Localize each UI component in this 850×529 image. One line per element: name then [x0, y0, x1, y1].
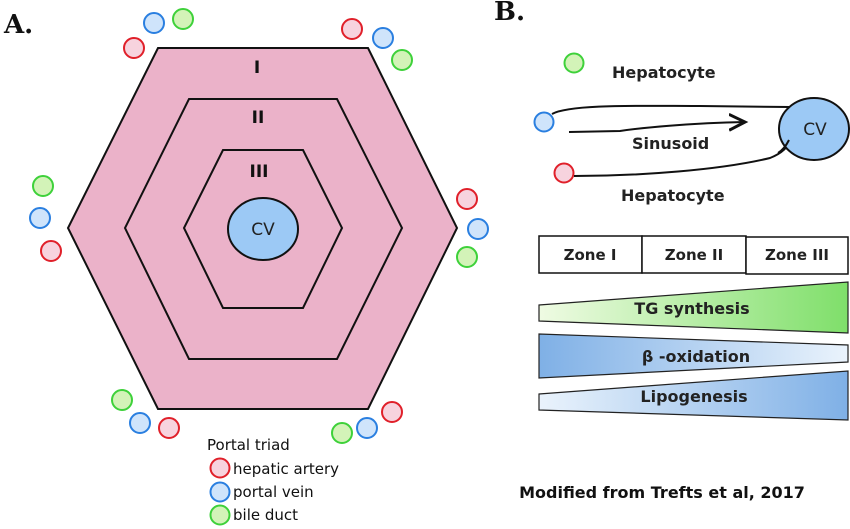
- central-vein-b-label: CV: [803, 120, 827, 140]
- portal-triad-top-right: [341, 18, 413, 71]
- source-credit: Modified from Trefts et al, 2017: [519, 483, 805, 502]
- zone-2-label: II: [252, 108, 265, 128]
- tg-synthesis-label: TG synthesis: [634, 299, 749, 318]
- hepatocyte-bottom-line: [573, 139, 791, 177]
- portal-vein-icon: [129, 412, 151, 434]
- central-vein-label: CV: [251, 220, 275, 240]
- hepatocyte-bottom-label: Hepatocyte: [621, 186, 725, 205]
- zone-3-label: III: [250, 162, 269, 182]
- zone-3-box: [745, 236, 849, 275]
- hepatic-artery-icon: [381, 401, 403, 423]
- bile-duct-icon: [563, 52, 585, 74]
- portal-vein-icon: [467, 218, 489, 240]
- portal-triad-left: [29, 175, 62, 262]
- central-vein: [227, 197, 299, 261]
- hepatic-artery-icon: [123, 37, 145, 59]
- hepatic-artery-icon: [553, 162, 575, 184]
- portal-triad-bottom-right: [331, 401, 403, 444]
- portal-triad-bottom-left: [111, 389, 180, 439]
- zone-2-box: [641, 235, 747, 274]
- zone-2-box-label: Zone II: [665, 246, 723, 264]
- hepatocyte-top-label: Hepatocyte: [612, 63, 716, 82]
- lipogenesis-wedge: [538, 370, 849, 421]
- bile-duct-icon: [456, 246, 478, 268]
- hepatic-artery-icon: [209, 457, 231, 479]
- central-vein-b: [778, 97, 850, 161]
- portal-vein-icon: [356, 417, 378, 439]
- portal-vein-icon: [372, 27, 394, 49]
- portal-triad-right: [456, 188, 489, 268]
- zone-3-box-label: Zone III: [765, 246, 829, 264]
- portal-vein-icon: [29, 207, 51, 229]
- zone-1-label: I: [254, 58, 260, 78]
- panel-b-label: B.: [494, 0, 525, 27]
- hepatocyte-top-line: [551, 104, 791, 115]
- portal-triad-legend: Portal triad hepatic artery portal vein …: [207, 436, 339, 526]
- lipogenesis-label: Lipogenesis: [640, 387, 747, 406]
- bile-duct-icon: [209, 504, 231, 526]
- hepatocyte-bottom-line-end: [777, 139, 790, 154]
- portal-vein-icon: [143, 12, 165, 34]
- sinusoid-arrow: [568, 122, 745, 133]
- bile-duct-icon: [172, 8, 194, 30]
- hepatic-artery-icon: [40, 240, 62, 262]
- bile-duct-icon: [331, 422, 353, 444]
- panel-a-label: A.: [3, 10, 33, 40]
- beta-oxidation-wedge: [538, 333, 849, 379]
- hepatic-artery-icon: [158, 417, 180, 439]
- hepatic-artery-icon: [456, 188, 478, 210]
- bile-duct-icon: [111, 389, 133, 411]
- legend-title: Portal triad: [207, 436, 290, 454]
- sinusoid-label: Sinusoid: [632, 134, 709, 153]
- zone-boxes: Zone I Zone II Zone III: [538, 235, 849, 275]
- hepatic-artery-icon: [341, 18, 363, 40]
- zone-1-box: [538, 235, 643, 274]
- portal-triad-top-left: [123, 8, 194, 59]
- portal-vein-icon: [209, 481, 231, 503]
- tg-synthesis-wedge: [538, 281, 849, 334]
- legend-hepatic-artery: hepatic artery: [233, 460, 339, 478]
- bile-duct-icon: [32, 175, 54, 197]
- legend-bile-duct: bile duct: [233, 506, 298, 524]
- beta-oxidation-label: β -oxidation: [642, 347, 750, 366]
- zone-1-box-label: Zone I: [564, 246, 617, 264]
- legend-portal-vein: portal vein: [233, 483, 314, 501]
- portal-vein-icon: [533, 111, 555, 133]
- bile-duct-icon: [391, 49, 413, 71]
